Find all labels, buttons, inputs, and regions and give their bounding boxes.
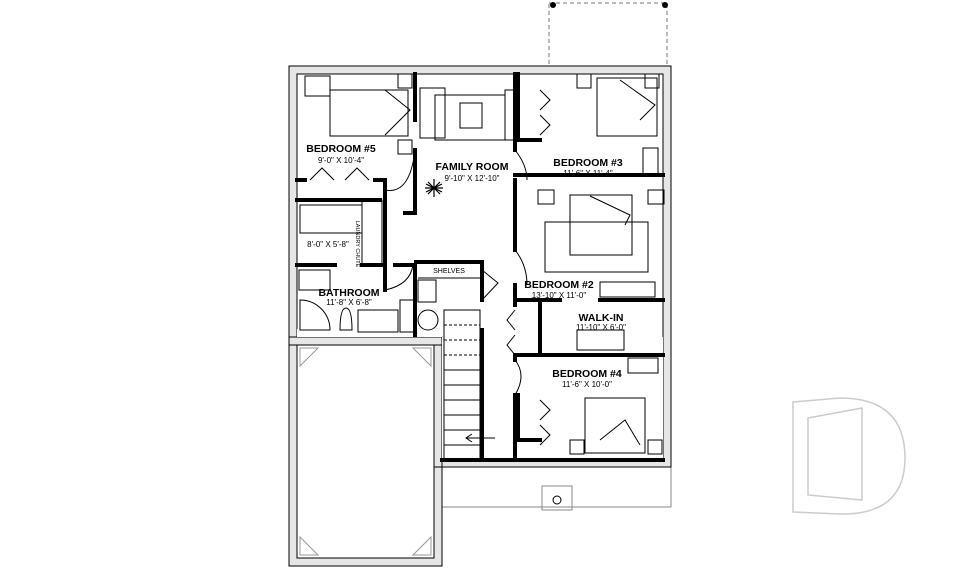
room-name-walk-in: WALK-IN <box>579 312 624 324</box>
room-name-bedroom-2: BEDROOM #2 <box>524 279 594 291</box>
room-name-family-room: FAMILY ROOM <box>436 161 509 173</box>
furniture <box>298 73 665 455</box>
room-name-bedroom-3: BEDROOM #3 <box>553 157 623 169</box>
room-dim-bedroom-4: 11'-6" X 10'-0" <box>562 380 612 389</box>
room-dim-bedroom-3: 11'-6" X 11'-4" <box>563 169 613 178</box>
laundry-dimensions: 8'-0" X 5'-8" <box>307 240 349 249</box>
deck-outline <box>548 2 668 67</box>
room-dim-bedroom-5: 9'-0" X 10'-4" <box>318 156 364 165</box>
shelves-label: SHELVES <box>433 268 465 275</box>
room-dim-walk-in: 11'-10" X 6'-0" <box>576 323 626 332</box>
watermark-logo <box>792 397 906 515</box>
front-porch <box>441 466 672 511</box>
room-name-bathroom: BATHROOM <box>318 287 379 299</box>
room-name-bedroom-5: BEDROOM #5 <box>306 143 376 155</box>
laundry-chute-label: LAUNDRY CHUTE <box>354 221 360 268</box>
room-dim-family-room: 9'-10" X 12'-10" <box>445 174 500 183</box>
room-name-bedroom-4: BEDROOM #4 <box>552 368 622 380</box>
stairs <box>443 309 495 461</box>
room-dim-bathroom: 11'-8" X 6'-8" <box>326 298 372 307</box>
room-dim-bedroom-2: 13'-10" X 11'-0" <box>532 291 587 300</box>
garage-corner-marks <box>299 347 432 556</box>
doors <box>309 89 551 446</box>
plant-icon <box>425 179 443 197</box>
